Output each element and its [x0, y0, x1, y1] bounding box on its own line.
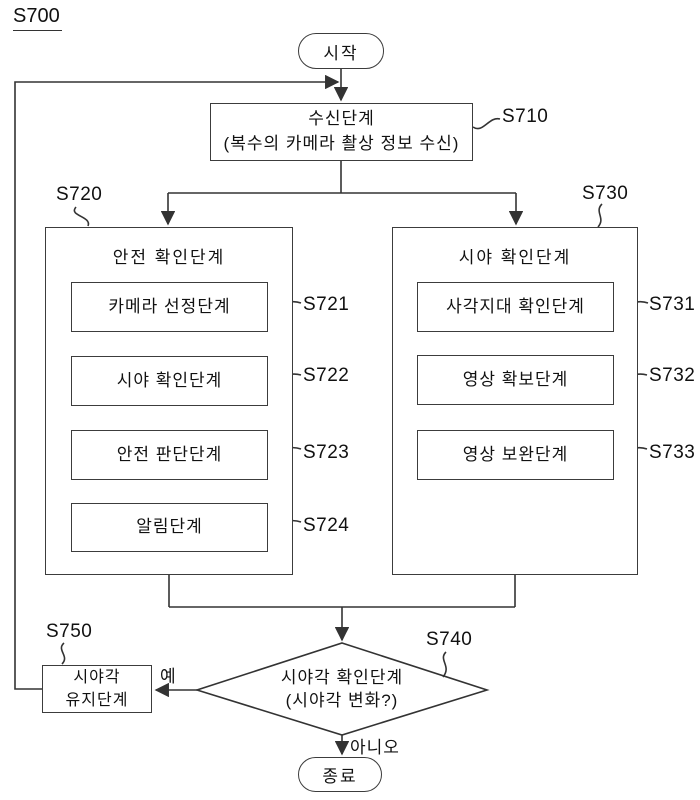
maintain-step-box: 시야각 유지단계 — [42, 665, 152, 713]
end-terminator: 종료 — [298, 757, 382, 792]
ref-squiggle-s750 — [60, 642, 66, 665]
ref-label-s723: S723 — [303, 442, 350, 463]
ref-label-s733: S733 — [649, 442, 696, 463]
step-label: 영상 보완단계 — [462, 444, 569, 464]
step-box-safety-judgement: 안전 판단단계 — [71, 430, 268, 480]
decision-line2: (시야각 변화?) — [285, 690, 399, 710]
step-label: 시야 확인단계 — [116, 370, 223, 390]
step-label: 영상 확보단계 — [462, 369, 569, 389]
ref-squiggle-s720 — [73, 206, 90, 227]
decision-line1: 시야각 확인단계 — [280, 668, 404, 687]
figure-label: S700 — [13, 5, 62, 31]
maintain-line1: 시야각 — [73, 668, 121, 686]
step-box-image-acquisition: 영상 확보단계 — [417, 355, 614, 405]
yes-branch-label: 예 — [160, 667, 177, 686]
ref-label-s732: S732 — [649, 365, 696, 386]
ref-label-s731: S731 — [649, 294, 696, 315]
decision-diamond — [194, 642, 490, 736]
step-box-image-supplement: 영상 보완단계 — [417, 430, 614, 480]
step-label: 사각지대 확인단계 — [446, 296, 585, 316]
receive-step-box: 수신단계 (복수의 카메라 촬상 정보 수신) — [210, 103, 473, 161]
step-label: 안전 판단단계 — [116, 444, 223, 464]
ref-label-s721: S721 — [303, 294, 350, 315]
step-label: 알림단계 — [136, 517, 203, 537]
start-terminator: 시작 — [298, 33, 384, 69]
step-box-camera-selection: 카메라 선정단계 — [71, 282, 268, 332]
connector-feedback-loop — [14, 74, 340, 690]
ref-squiggle-s710 — [472, 117, 501, 130]
ref-label-s730: S730 — [582, 183, 629, 204]
view-check-title: 시야 확인단계 — [458, 248, 572, 267]
ref-label-s750: S750 — [46, 621, 93, 642]
start-label: 시작 — [323, 43, 359, 63]
decision-text: 시야각 확인단계 (시야각 변화?) — [247, 667, 437, 713]
safety-check-title: 안전 확인단계 — [112, 248, 226, 267]
step-box-notification: 알림단계 — [71, 503, 268, 552]
ref-squiggle-s730 — [597, 203, 603, 228]
ref-squiggle-s740 — [442, 651, 447, 678]
step-label: 카메라 선정단계 — [108, 296, 231, 316]
receive-step-title: 수신단계 — [308, 109, 375, 129]
receive-step-subtitle: (복수의 카메라 촬상 정보 수신) — [223, 134, 460, 153]
ref-label-s720: S720 — [56, 184, 103, 205]
ref-label-s722: S722 — [303, 365, 350, 386]
maintain-line2: 유지단계 — [65, 692, 129, 709]
ref-label-s724: S724 — [303, 515, 350, 536]
ref-label-s740: S740 — [426, 629, 473, 650]
step-box-blindspot-check: 사각지대 확인단계 — [417, 282, 614, 332]
step-box-view-check-left: 시야 확인단계 — [71, 356, 268, 406]
ref-label-s710: S710 — [502, 106, 549, 127]
end-label: 종료 — [322, 767, 358, 786]
no-branch-label: 아니오 — [350, 738, 400, 757]
